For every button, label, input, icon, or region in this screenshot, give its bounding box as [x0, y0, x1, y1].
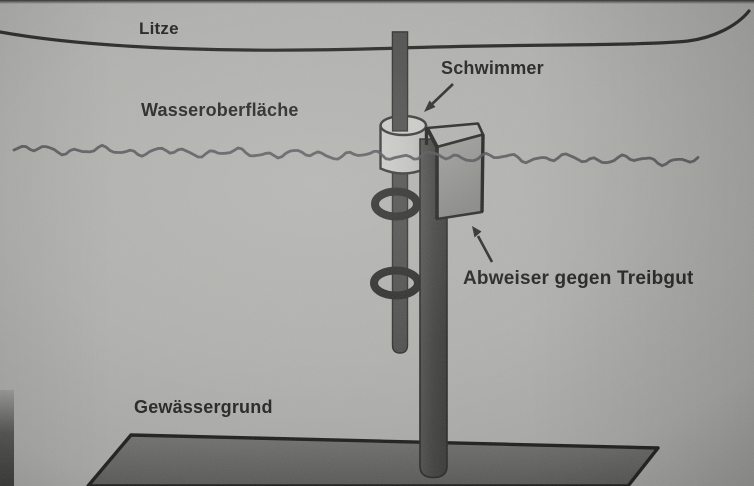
label-wasseroberflaeche: Wasseroberfläche [141, 100, 299, 120]
label-gewaessergrund: Gewässergrund [134, 397, 273, 417]
schwimmer-arrow [424, 83, 454, 112]
ground-plane [86, 433, 660, 486]
label-schwimmer: Schwimmer [441, 58, 544, 78]
photo-top-edge [0, 0, 754, 4]
abweiser-arrow [472, 226, 494, 263]
label-abweiser-gegen-treibgut: Abweiser gegen Treibgut [463, 268, 694, 289]
deflector-face [435, 133, 485, 221]
guide-rod-upper-segment [391, 31, 409, 132]
litze-wire-line [0, 9, 751, 52]
water-surface-wave [12, 143, 700, 168]
photo-left-edge [0, 390, 14, 486]
deflector-right-edge [480, 134, 485, 213]
label-litze: Litze [139, 19, 179, 38]
